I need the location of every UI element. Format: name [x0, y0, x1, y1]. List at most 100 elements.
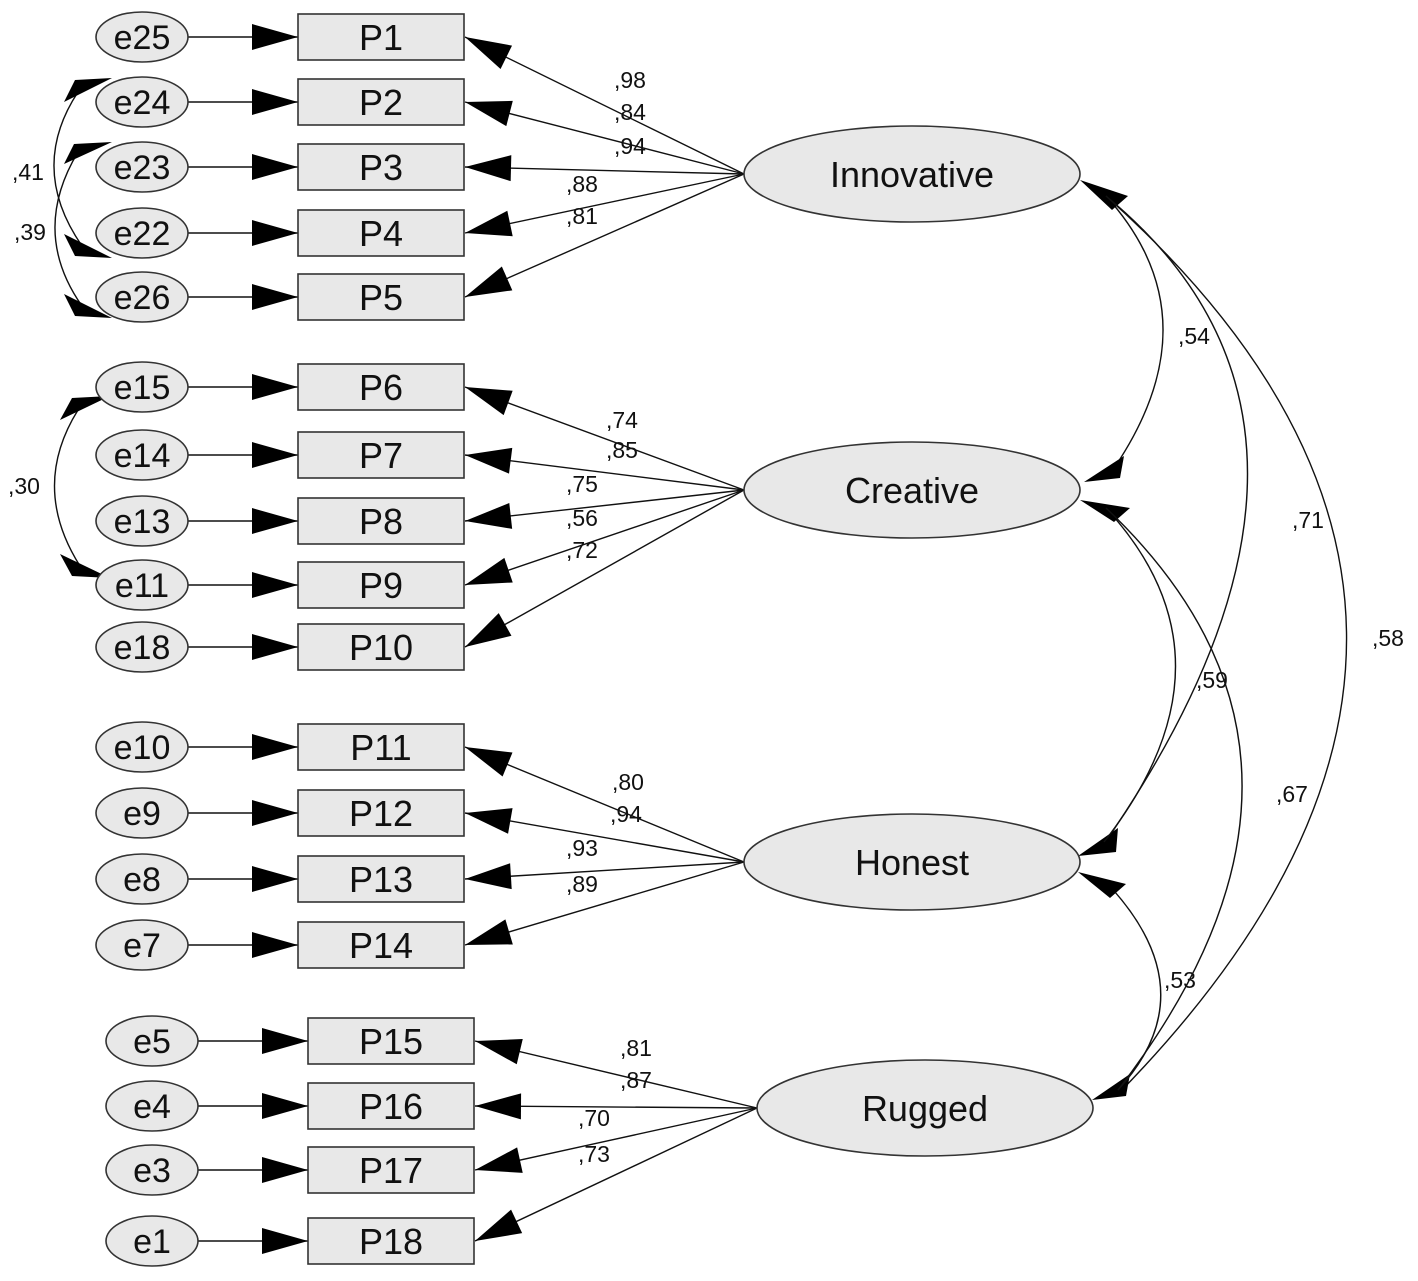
indicator-label: P6: [359, 367, 403, 408]
arrowhead-innovative-to-P4: [465, 210, 513, 237]
error-ellipse: [95, 495, 189, 547]
error-label: e5: [133, 1023, 171, 1061]
indicator-box: [307, 1146, 475, 1194]
error-label: e24: [114, 84, 171, 122]
latent-ellipse: [756, 1059, 1094, 1157]
arrowhead-e22: [64, 234, 112, 258]
indicator-P8: P8: [297, 497, 465, 545]
arrowhead-creative-to-P10: [465, 613, 512, 647]
error-label: e4: [133, 1088, 171, 1126]
error-e3: e3: [105, 1144, 199, 1196]
arrowhead-e13-to-P8: [252, 508, 298, 534]
correlation-label-innovative-creative: ,54: [1178, 323, 1210, 349]
arrowhead-innovative-to-P3: [465, 155, 512, 182]
latent-label: Rugged: [862, 1088, 988, 1129]
indicator-label: P16: [359, 1086, 423, 1127]
arrowhead-honest-2: [1078, 872, 1126, 898]
arrowhead-e1-to-P18: [262, 1228, 308, 1254]
loading-label-P12: ,94: [610, 801, 642, 827]
error-label: e8: [123, 861, 161, 899]
loading-path-P8: [464, 489, 745, 522]
error-ellipse: [95, 429, 189, 481]
loading-label-P16: ,87: [620, 1067, 652, 1093]
error-ellipse: [95, 853, 189, 905]
loading-label-P2: ,84: [614, 99, 646, 125]
covariance-label-e23-e26: ,39: [14, 219, 46, 245]
arrowhead-creative-to-P9: [465, 557, 513, 585]
error-covariances: ,41 ,39 ,30: [8, 78, 112, 578]
error-ellipse: [95, 76, 189, 128]
indicator-P1: P1: [297, 13, 465, 61]
loading-path-P15: [474, 1040, 758, 1109]
arrowhead-honest-to-P12: [465, 808, 513, 834]
error-label: e15: [114, 369, 171, 407]
error-e13: e13: [95, 495, 189, 547]
error-ellipse: [95, 559, 189, 611]
latent-ellipse: [743, 813, 1081, 911]
indicator-box: [297, 789, 465, 837]
covariance-label-e15-e11: ,30: [8, 473, 40, 499]
indicator-P13: P13: [297, 855, 465, 903]
error-ellipse: [95, 787, 189, 839]
loading-path-P17: [474, 1107, 758, 1171]
arrowhead-e15: [60, 396, 110, 420]
arrowhead-creative-2: [1080, 500, 1130, 522]
indicator-label: P8: [359, 501, 403, 542]
error-ellipse: [105, 1080, 199, 1132]
indicator-P16: P16: [307, 1082, 475, 1130]
arrowhead-e5-to-P15: [262, 1028, 308, 1054]
arrowhead-creative-1: [1084, 456, 1124, 482]
latent-ellipse: [743, 441, 1081, 539]
loading-label-P4: ,88: [566, 171, 598, 197]
arrowhead-rugged-to-P15: [475, 1038, 523, 1065]
paths-layer: ,98,84,94,88,81,74,85,75,56,72,80,94,93,…: [188, 24, 758, 1254]
loading-path-P1: [464, 36, 745, 175]
indicator-P9: P9: [297, 561, 465, 609]
error-label: e3: [133, 1152, 171, 1190]
arrowhead-honest-to-P14: [465, 919, 513, 945]
indicator-box: [307, 1017, 475, 1065]
loading-label-P1: ,98: [614, 67, 646, 93]
error-label: e1: [133, 1223, 171, 1261]
arrowhead-e8-to-P13: [252, 866, 298, 892]
error-label: e22: [114, 215, 171, 253]
arrowhead-rugged-1: [1092, 1074, 1130, 1100]
latent-label: Honest: [855, 842, 969, 883]
arrowhead-e24: [64, 78, 112, 102]
error-e7: e7: [95, 919, 189, 971]
error-ellipse: [95, 207, 189, 259]
arrowhead-e23: [64, 142, 112, 164]
loading-label-P9: ,56: [566, 505, 598, 531]
loading-label-P8: ,75: [566, 471, 598, 497]
indicator-P14: P14: [297, 921, 465, 969]
arrowhead-innovative-to-P5: [465, 266, 513, 297]
loading-label-P14: ,89: [566, 871, 598, 897]
loading-label-P5: ,81: [566, 203, 598, 229]
indicator-box: [297, 363, 465, 411]
indicator-P12: P12: [297, 789, 465, 837]
error-ellipse: [95, 621, 189, 673]
indicator-box: [297, 497, 465, 545]
latent-creative: Creative: [743, 441, 1081, 539]
error-e23: e23: [95, 141, 189, 193]
indicator-box: [297, 623, 465, 671]
arrowhead-e14-to-P7: [252, 442, 298, 468]
correlation-arc-creative-rugged: [1105, 507, 1243, 1091]
error-ellipse: [95, 271, 189, 323]
loading-path-P7: [464, 454, 745, 491]
arrowhead-creative-to-P7: [465, 447, 513, 474]
arrowhead-e18-to-P10: [252, 634, 298, 660]
arrowhead-honest-to-P11: [465, 747, 513, 777]
arrowhead-rugged-to-P16: [475, 1093, 522, 1120]
error-e10: e10: [95, 721, 189, 773]
indicator-box: [297, 855, 465, 903]
error-label: e18: [114, 629, 171, 667]
indicator-label: P4: [359, 213, 403, 254]
correlation-label-innovative-rugged: ,58: [1372, 625, 1404, 651]
loading-path-P14: [464, 861, 745, 946]
indicator-box: [297, 921, 465, 969]
error-ellipse: [105, 1015, 199, 1067]
loading-label-P18: ,73: [578, 1141, 610, 1167]
latent-honest: Honest: [743, 813, 1081, 911]
error-ellipse: [95, 11, 189, 63]
